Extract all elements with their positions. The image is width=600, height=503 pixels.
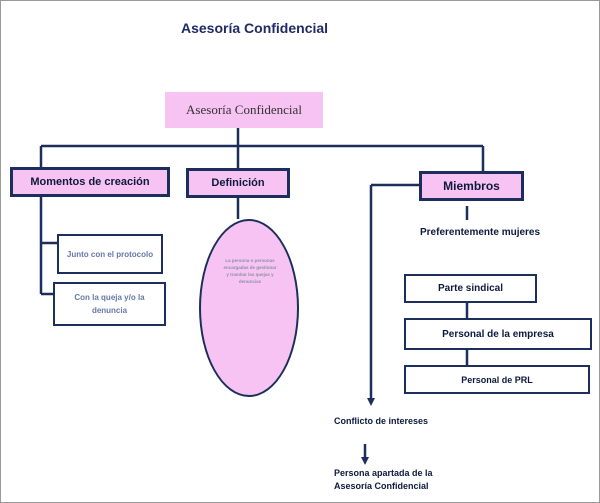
root-node: Asesoría Confidencial bbox=[165, 92, 323, 128]
miembros-item-prl: Personal de PRL bbox=[404, 365, 590, 394]
conflict-label: Conflicto de intereses bbox=[334, 416, 429, 426]
miembros-item-empresa: Personal de la empresa bbox=[404, 318, 592, 350]
miembros-node: Miembros bbox=[419, 171, 524, 201]
definicion-description: La persona o personas encargadas de gest… bbox=[223, 258, 277, 284]
miembros-preference: Preferentemente mujeres bbox=[420, 227, 541, 238]
definicion-node: Definición bbox=[186, 168, 290, 198]
definicion-oval bbox=[199, 219, 299, 397]
momentos-node: Momentos de creación bbox=[10, 167, 170, 197]
page-title: Asesoría Confidencial bbox=[181, 20, 329, 36]
miembros-item-sindical: Parte sindical bbox=[404, 274, 537, 303]
momentos-child-protocolo: Junto con el protocolo bbox=[57, 234, 163, 274]
conflict-outcome: Persona apartada de la Asesoría Confiden… bbox=[334, 468, 433, 491]
momentos-child-queja: Con la queja y/o la denuncia bbox=[53, 282, 166, 326]
